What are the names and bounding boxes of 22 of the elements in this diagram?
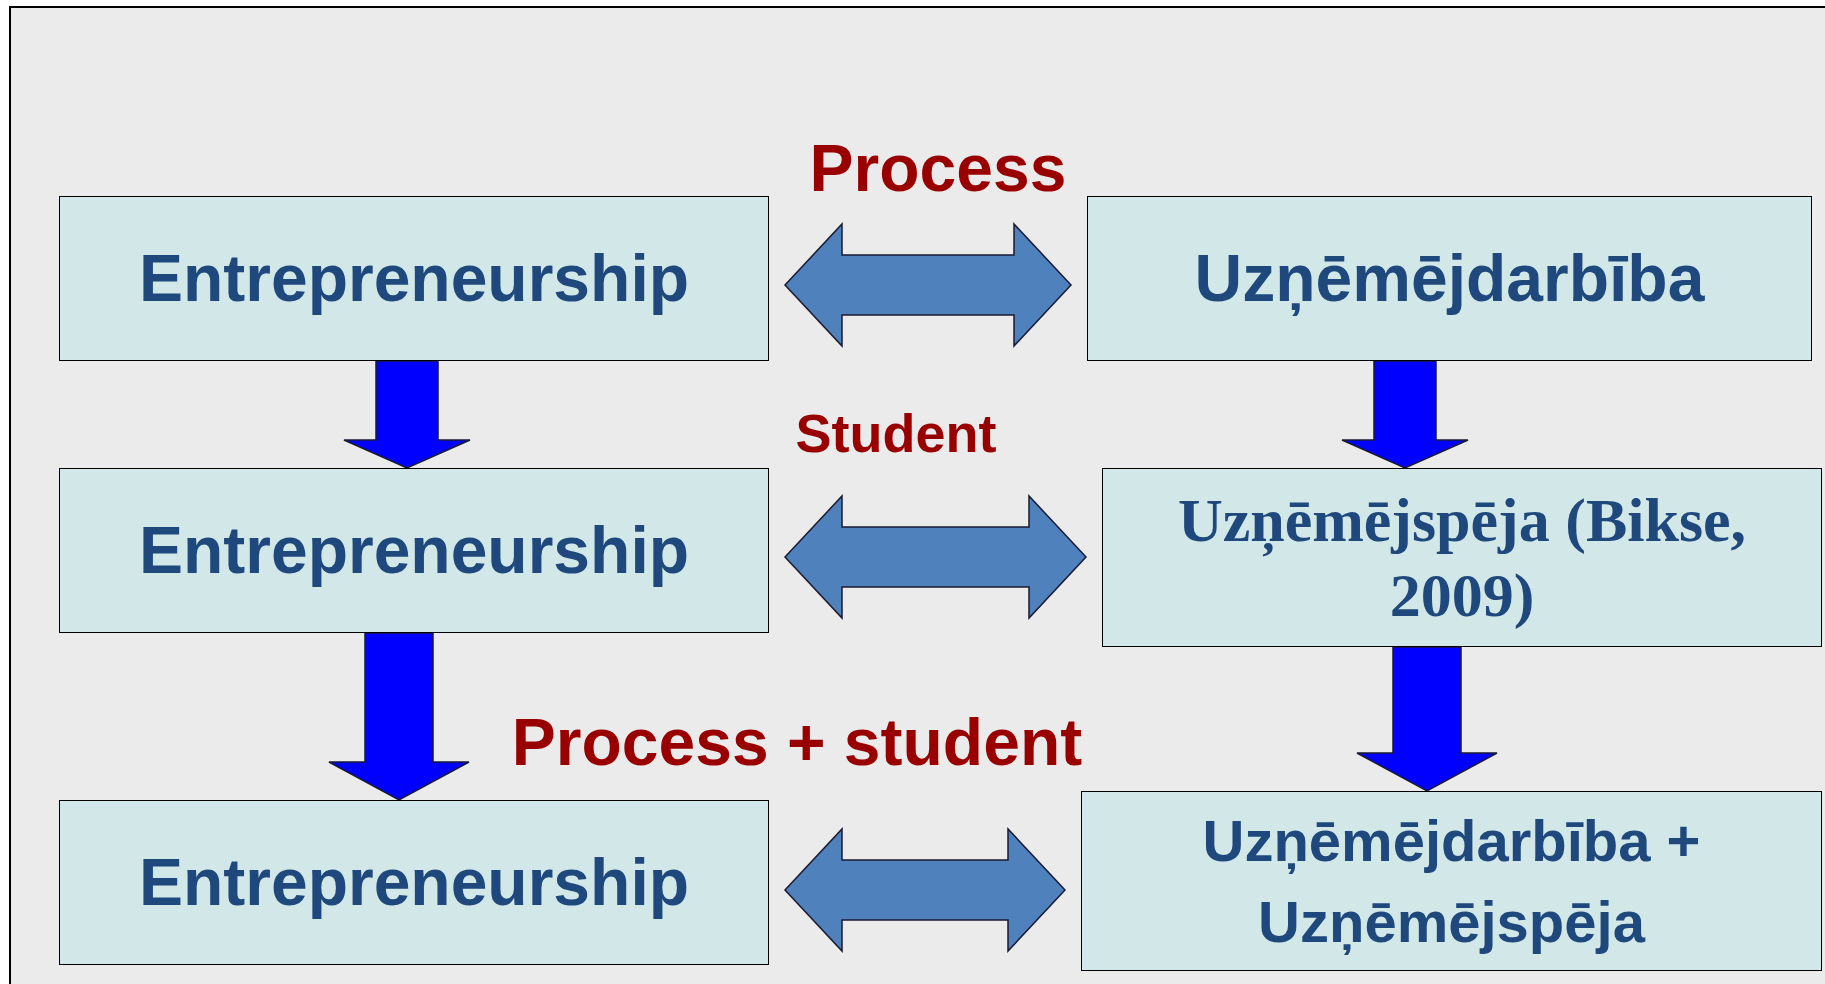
double-block-arrow	[783, 827, 1067, 953]
term-box	[1102, 468, 1822, 647]
term-text: Entrepreneurship	[138, 511, 690, 589]
relation-label: Student	[795, 402, 997, 464]
term-box	[59, 468, 769, 633]
block-arrow	[1356, 646, 1498, 792]
term-box	[59, 800, 769, 965]
double-block-arrow	[783, 494, 1088, 620]
term-text: Uzņēmējdarbība + Uzņēmējspēja	[1201, 806, 1702, 957]
block-arrow	[1341, 360, 1469, 469]
relation-label: Process + student	[511, 704, 1083, 780]
double-block-arrow	[783, 222, 1073, 348]
term-box	[1087, 196, 1812, 361]
block-arrow	[343, 360, 471, 469]
term-box	[59, 196, 769, 361]
term-text: Entrepreneurship	[138, 843, 690, 921]
term-text: Uzņēmējdarbība	[1194, 239, 1705, 318]
term-text: Entrepreneurship	[138, 239, 690, 317]
term-text: Uzņēmējspēja (Bikse, 2009)	[1176, 485, 1748, 631]
term-box	[1081, 791, 1822, 971]
relation-label: Process	[809, 130, 1067, 206]
block-arrow	[328, 632, 470, 801]
